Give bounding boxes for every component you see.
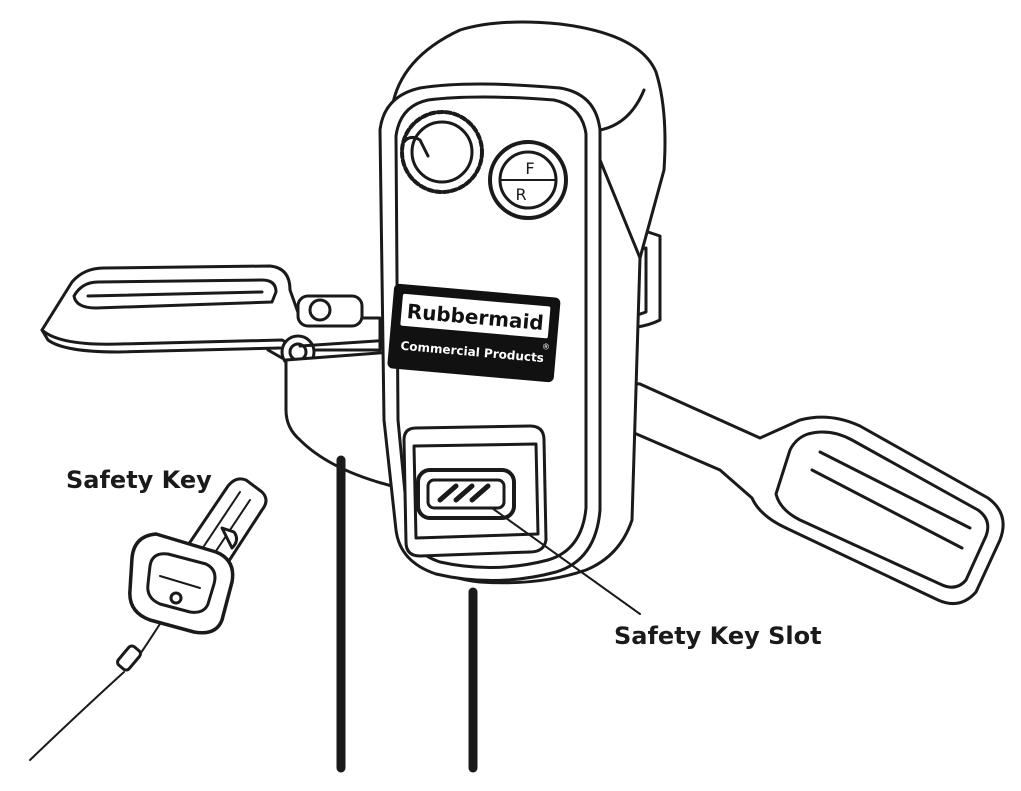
safety-key-slot-label: Safety Key Slot [614,622,822,650]
right-paddle-lever [602,378,1005,606]
safety-key-slot-leader [491,507,641,615]
dial-forward-letter: F [525,159,534,178]
key-slot-panel [402,424,548,558]
safety-key-label: Safety Key [66,466,212,494]
dial-reverse-letter: R [515,185,526,204]
registered-mark: ® [542,342,551,352]
brand-label: Rubbermaid Commercial Products ® [387,283,561,383]
safety-key-icon [29,477,268,761]
left-paddle-lever [40,264,382,370]
mounting-rods [336,455,478,773]
speed-dial-knob [400,110,484,194]
rear-housing [284,338,394,488]
forward-reverse-dial: F R [488,140,568,220]
